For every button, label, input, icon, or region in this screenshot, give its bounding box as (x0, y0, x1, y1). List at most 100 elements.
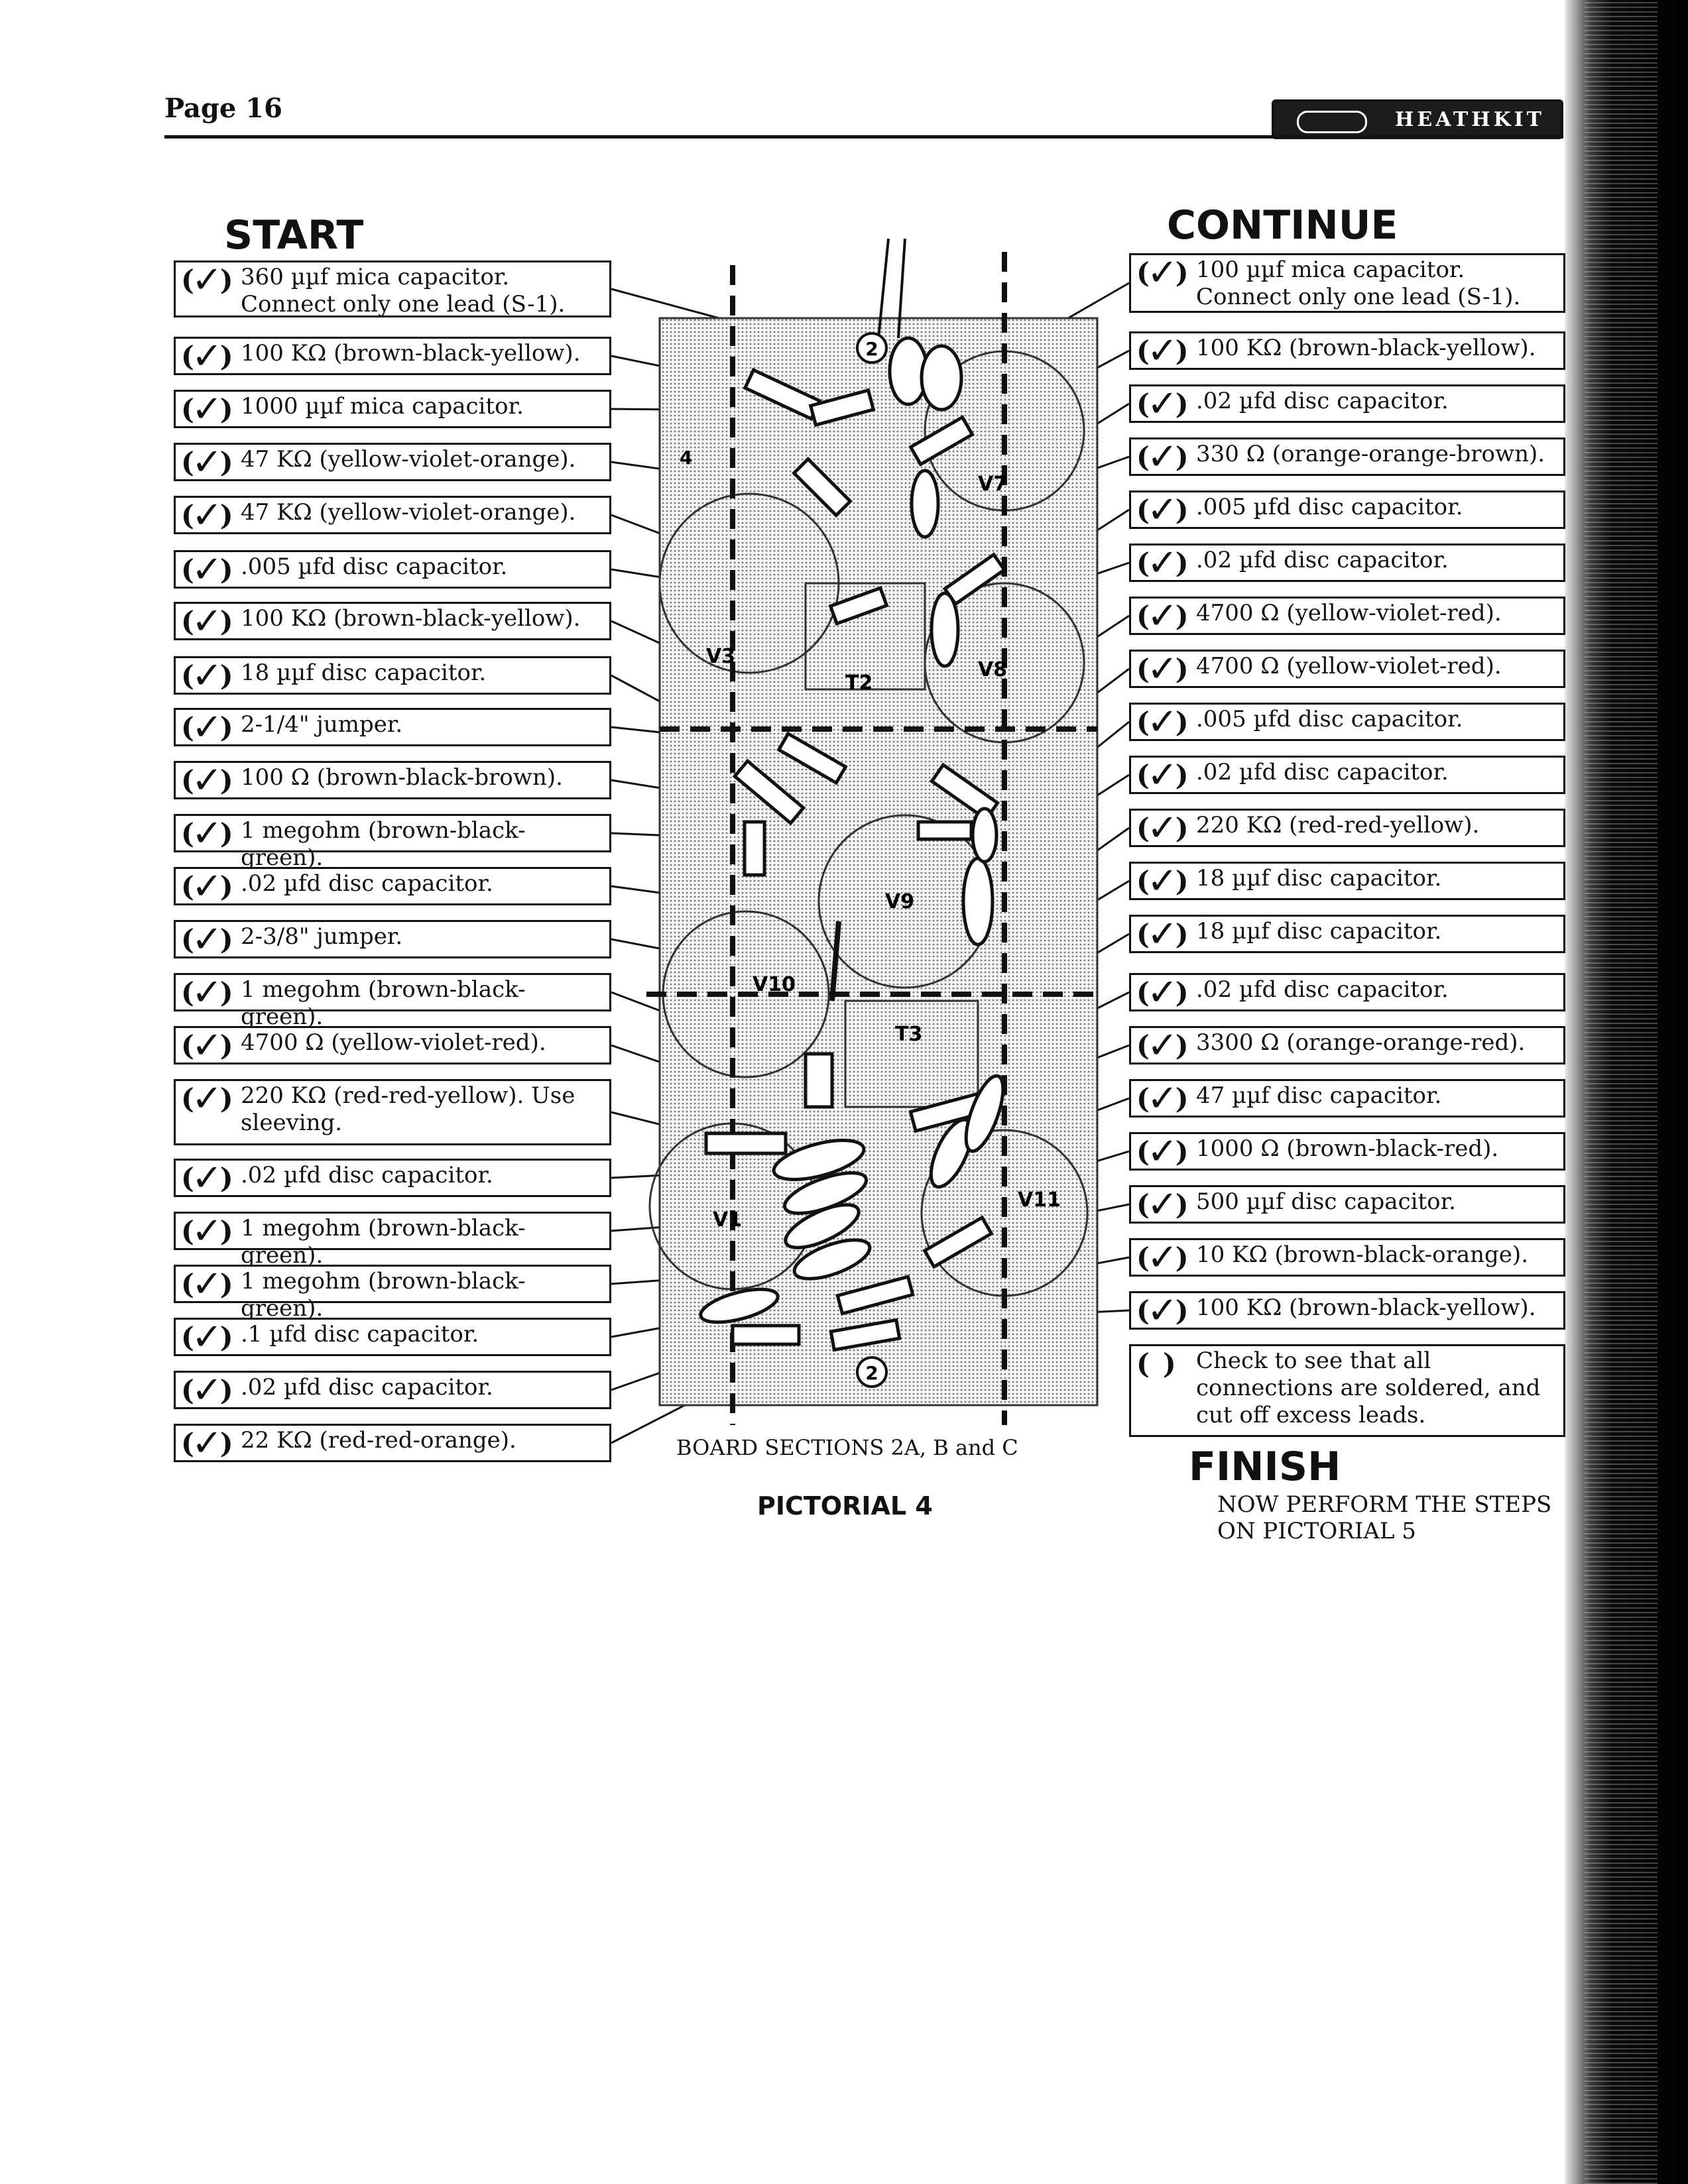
checkbox-bracket: ) (1175, 1082, 1189, 1115)
check-icon: ✓ (1146, 382, 1178, 426)
checkbox-mark[interactable]: (✓) (1136, 1080, 1189, 1118)
checkbox-mark[interactable]: (✓) (1136, 439, 1189, 476)
checkbox-mark[interactable]: (✓) (181, 1319, 234, 1356)
checkbox-mark[interactable]: (✓) (181, 262, 234, 299)
checkbox-bracket: ) (219, 340, 233, 373)
checkbox-bracket: ) (219, 923, 233, 956)
checkbox-mark[interactable]: (✓) (181, 391, 234, 428)
checkbox-bracket: ) (219, 1162, 233, 1194)
checkbox-bracket: ( (181, 264, 194, 296)
check-icon: ✓ (1146, 701, 1178, 744)
checkbox-bracket: ) (1175, 257, 1189, 289)
check-icon: ✓ (191, 494, 223, 537)
check-icon: ✓ (191, 548, 223, 591)
checkbox-mark[interactable]: (✓) (181, 921, 234, 958)
check-icon: ✓ (191, 654, 223, 697)
checkbox-mark[interactable]: (✓) (181, 1425, 234, 1462)
check-icon: ✓ (1146, 754, 1178, 797)
checkbox-bracket: ) (1175, 547, 1189, 579)
step-text: .1 µfd disc capacitor. (241, 1321, 479, 1348)
checkbox-mark[interactable]: (✓) (181, 762, 234, 799)
checkbox-bracket: ( (181, 499, 194, 532)
checkbox-bracket: ( (181, 817, 194, 850)
check-icon: ✓ (191, 1210, 223, 1253)
header-rule (164, 135, 1563, 139)
label-v9: V9 (885, 890, 914, 913)
checkbox-mark[interactable]: (✓) (1136, 1027, 1189, 1064)
step-text: 2-3/8" jumper. (241, 923, 403, 950)
check-icon: ✓ (1146, 1183, 1178, 1226)
checkbox-mark[interactable]: (✓) (1136, 1239, 1189, 1277)
checkbox-mark[interactable]: (✓) (1136, 386, 1189, 423)
page-number: Page 16 (164, 93, 282, 124)
right-step-7: (✓)4700 Ω (yellow-violet-red). (1129, 597, 1565, 635)
checkbox-mark[interactable]: (✓) (1136, 545, 1189, 582)
right-step-12: (✓)18 µµf disc capacitor. (1129, 862, 1565, 900)
checkbox-mark[interactable]: (✓) (1136, 863, 1189, 900)
check-icon: ✓ (191, 388, 223, 431)
checkbox-mark[interactable]: (✓) (1136, 333, 1189, 370)
checkbox-mark[interactable]: (✓) (181, 974, 234, 1011)
checkbox-mark[interactable]: (✓) (181, 868, 234, 905)
label-t3: T3 (895, 1023, 922, 1046)
checkbox-mark[interactable]: (✓) (1136, 255, 1189, 292)
checkbox-mark[interactable]: (✓) (181, 497, 234, 534)
checkbox-mark[interactable]: ( ) (1136, 1348, 1189, 1378)
lead-wire (877, 239, 890, 339)
checkbox-mark[interactable]: (✓) (181, 1372, 234, 1409)
finish-heading: FINISH (1189, 1444, 1341, 1490)
right-step-4: (✓)330 Ω (orange-orange-brown). (1129, 437, 1565, 476)
checkbox-mark[interactable]: (✓) (1136, 1186, 1189, 1224)
checkbox-mark[interactable]: (✓) (181, 658, 234, 695)
checkbox-mark[interactable]: (✓) (181, 551, 234, 589)
checkbox-mark[interactable]: (✓) (181, 1080, 234, 1118)
checkbox-bracket: ( (181, 605, 194, 638)
checkbox-mark[interactable]: (✓) (181, 1266, 234, 1303)
checkbox-bracket: ) (1175, 653, 1189, 685)
check-icon: ✓ (1146, 595, 1178, 638)
checkbox-mark[interactable]: (✓) (1136, 651, 1189, 688)
checkbox-mark[interactable]: (✓) (1136, 1133, 1189, 1171)
right-step-15: (✓)3300 Ω (orange-orange-red). (1129, 1026, 1565, 1064)
checkbox-mark[interactable]: (✓) (181, 1213, 234, 1250)
step-text: 100 KΩ (brown-black-yellow). (241, 605, 581, 632)
checkbox-mark[interactable]: (✓) (1136, 974, 1189, 1011)
checkbox-mark[interactable]: (✓) (1136, 704, 1189, 741)
step-text: 1 megohm (brown-black-green). (241, 1268, 526, 1322)
check-icon: ✓ (191, 918, 223, 961)
checkbox-mark[interactable]: (✓) (181, 603, 234, 640)
checkbox-bracket: ) (219, 870, 233, 903)
checkbox-bracket: ( (181, 1162, 194, 1194)
checkbox-mark[interactable]: (✓) (1136, 598, 1189, 635)
left-step-7: (✓) 100 KΩ (brown-black-yellow). (174, 602, 611, 640)
check-icon: ✓ (191, 600, 223, 643)
checkbox-mark[interactable]: (✓) (1136, 916, 1189, 953)
checkbox-bracket: ) (219, 553, 233, 586)
checkbox-bracket: ( (1136, 706, 1150, 738)
checkbox-mark[interactable]: (✓) (181, 1027, 234, 1064)
left-step-21: (✓).02 µfd disc capacitor. (174, 1371, 611, 1409)
checkbox-mark[interactable]: (✓) (181, 1160, 234, 1197)
check-icon: ✓ (191, 1263, 223, 1306)
checkbox-bracket: ( (181, 1374, 194, 1407)
checkbox-mark[interactable]: (✓) (1136, 757, 1189, 794)
section-marker-label: 2 (865, 338, 878, 360)
left-step-4: (✓)47 KΩ (yellow-violet-orange). (174, 443, 611, 481)
checkbox-bracket: ( (181, 1321, 194, 1353)
checkbox-bracket: ( (181, 870, 194, 903)
checkbox-mark[interactable]: (✓) (1136, 1293, 1189, 1330)
checkbox-bracket: ( (1136, 918, 1150, 950)
checkbox-mark[interactable]: (✓) (1136, 810, 1189, 847)
checkbox-mark[interactable]: (✓) (181, 709, 234, 746)
checkbox-mark[interactable]: (✓) (181, 815, 234, 852)
check-icon: ✓ (191, 706, 223, 749)
checkbox-mark[interactable]: (✓) (181, 444, 234, 481)
checkbox-bracket: ) (219, 764, 233, 797)
label-v1: V1 (713, 1208, 742, 1232)
checkbox-mark[interactable]: (✓) (181, 338, 234, 375)
checkbox-mark[interactable]: (✓) (1136, 492, 1189, 529)
checkbox-bracket: ) (1175, 335, 1189, 367)
step-text: 100 KΩ (brown-black-yellow). (241, 340, 581, 367)
checkbox-bracket: ( (181, 393, 194, 426)
step-text: 18 µµf disc capacitor. (241, 660, 487, 686)
